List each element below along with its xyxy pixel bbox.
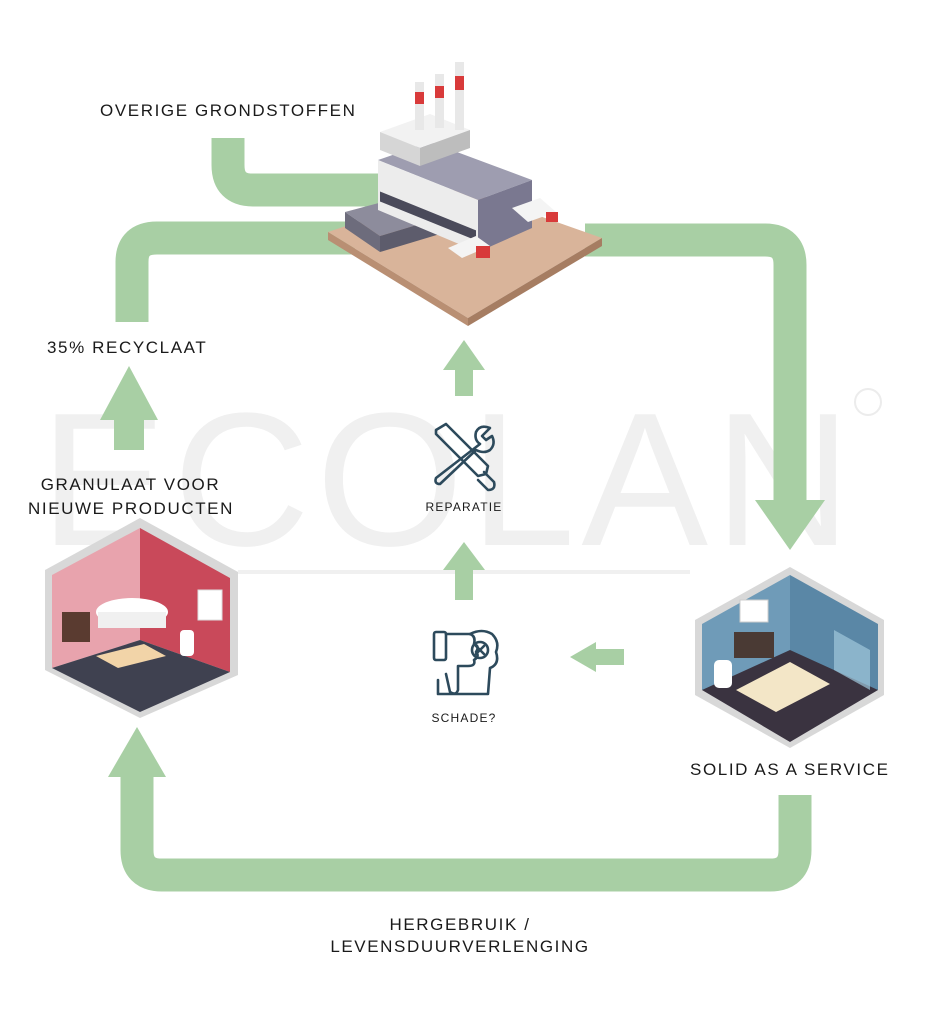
arrowhead-up-recyclaat: [100, 366, 158, 420]
arrow-stem-schade: [594, 649, 624, 665]
arrow-recyclaat-to-factory: [115, 221, 355, 322]
arrow-stem-factory: [455, 368, 473, 396]
label-granulaat-line1: GRANULAAT VOOR: [40, 475, 221, 494]
bathroom-blue-illustration: [695, 567, 884, 748]
arrow-stem-reparatie: [455, 568, 473, 600]
arrow-service-to-bathroom: [120, 775, 812, 892]
arrow-heads: [100, 340, 825, 777]
label-reparatie: REPARATIE: [425, 500, 503, 514]
arrowhead-up-factory: [443, 340, 485, 370]
arrow-factory-to-service: [585, 223, 807, 500]
arrowhead-left-schade: [570, 642, 596, 672]
label-hergebruik-line1: HERGEBRUIK /: [389, 915, 531, 934]
label-granulaat: GRANULAAT VOOR NIEUWE PRODUCTEN: [28, 473, 233, 521]
tools-icon: [434, 422, 496, 492]
label-hergebruik: HERGEBRUIK / LEVENSDUURVERLENGING: [300, 914, 620, 958]
label-granulaat-line2: NIEUWE PRODUCTEN: [28, 499, 234, 518]
label-hergebruik-line2: LEVENSDUURVERLENGING: [330, 937, 590, 956]
cycle-arrows: [115, 138, 812, 892]
watermark-registered: [854, 388, 882, 416]
arrowhead-up-bathroom: [108, 727, 166, 777]
arrow-stem-recyclaat: [114, 418, 144, 450]
factory-illustration: [328, 62, 602, 326]
arrow-overige-grondstoffen: [211, 138, 380, 207]
label-overige-grondstoffen: OVERIGE GRONDSTOFFEN: [100, 101, 357, 120]
label-solid-as-a-service: SOLID AS A SERVICE: [690, 760, 890, 779]
arrowhead-down-service: [755, 500, 825, 550]
thumbs-down-icon: [432, 629, 499, 696]
label-schade: SCHADE?: [431, 711, 497, 725]
label-recyclaat: 35% RECYCLAAT: [47, 338, 208, 357]
bathroom-pink-illustration: [45, 518, 238, 718]
arrowhead-up-reparatie: [443, 542, 485, 570]
